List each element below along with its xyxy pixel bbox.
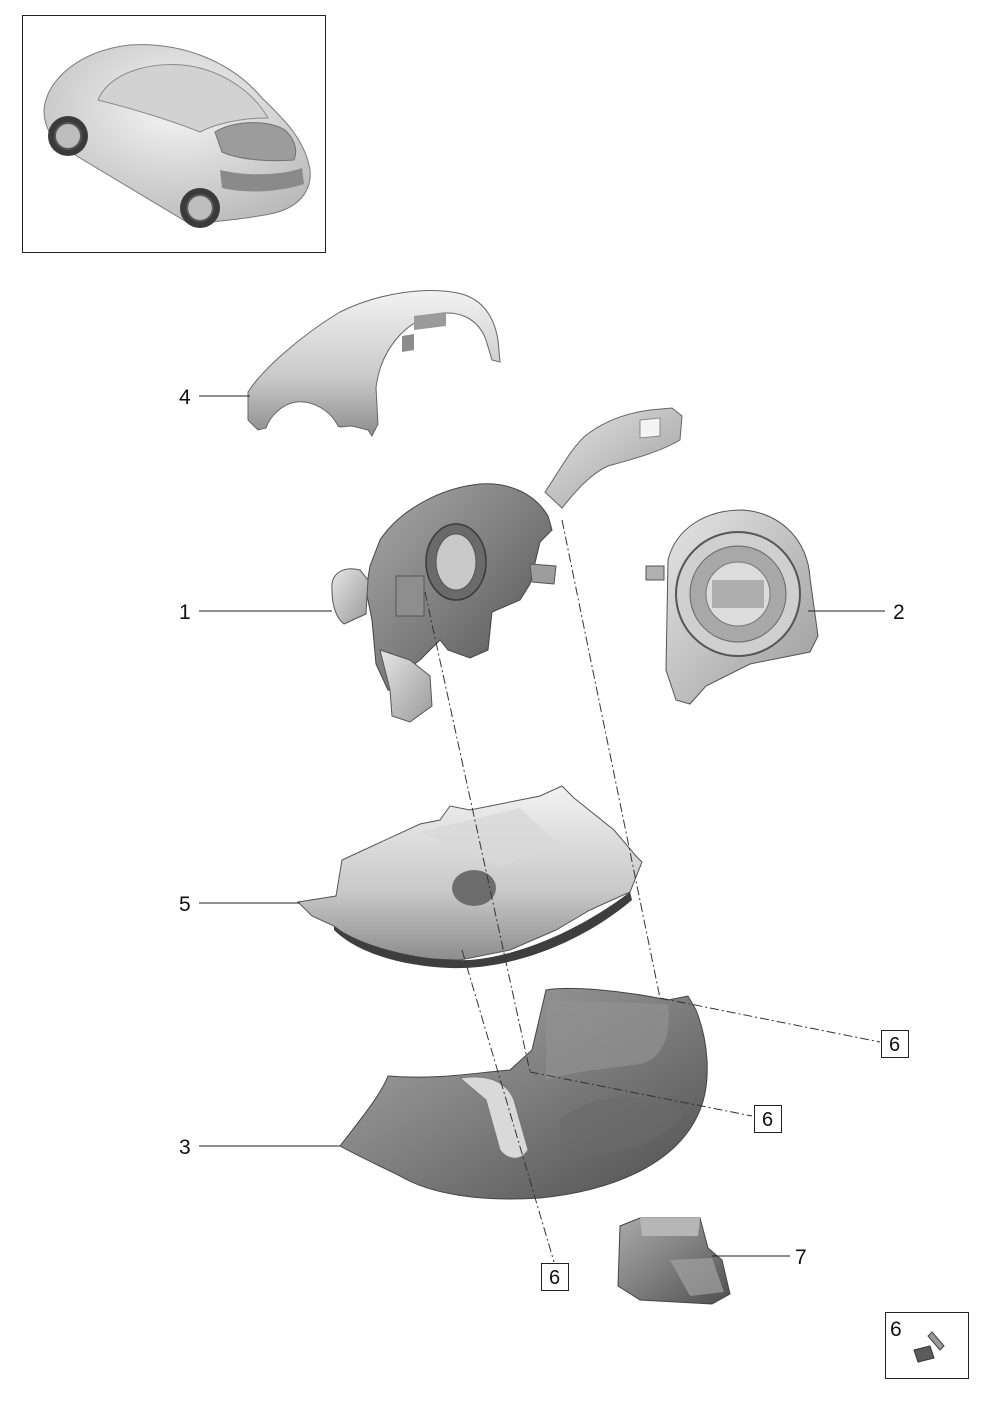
- vehicle-image: [43, 44, 311, 228]
- callout-4: 4: [179, 386, 191, 409]
- legend-frame: [885, 1312, 969, 1379]
- screw-icon: [913, 1331, 945, 1363]
- callout-1: 1: [179, 601, 191, 624]
- vehicle-thumbnail: [22, 15, 326, 253]
- guide-line: [659, 997, 881, 1043]
- box-number: 6: [762, 1109, 773, 1131]
- callout-3: 3: [179, 1136, 191, 1159]
- part-5-column-bracket: [296, 785, 643, 969]
- boxed-reference-6a: 6: [881, 1030, 909, 1058]
- part-1-combination-switch: [331, 407, 683, 723]
- guide-line: [424, 591, 531, 1073]
- callout-labels: 4 1 2 5 3 7: [179, 386, 905, 1269]
- guide-line: [561, 519, 661, 999]
- assembly-guide-lines: [424, 519, 881, 1263]
- guide-line: [529, 1071, 753, 1117]
- box-frame: [881, 1030, 909, 1058]
- boxed-reference-6c: 6: [541, 1263, 569, 1291]
- part-7-bracket: [617, 1217, 731, 1305]
- callout-2: 2: [893, 601, 905, 624]
- part-4-upper-column-trim: [247, 290, 501, 437]
- box-number: 6: [549, 1267, 560, 1289]
- legend-box: 6: [885, 1312, 969, 1379]
- part-3-lower-column-trim: [339, 987, 708, 1200]
- box-frame: [754, 1105, 782, 1133]
- guide-line: [461, 949, 555, 1263]
- box-frame: [541, 1263, 569, 1291]
- callout-7: 7: [795, 1246, 807, 1269]
- leader-lines: [199, 395, 885, 1257]
- box-number: 6: [889, 1034, 900, 1056]
- boxed-reference-6b: 6: [754, 1105, 782, 1133]
- part-2-clock-spring: [645, 509, 819, 705]
- legend-number: 6: [890, 1318, 902, 1341]
- callout-5: 5: [179, 893, 191, 916]
